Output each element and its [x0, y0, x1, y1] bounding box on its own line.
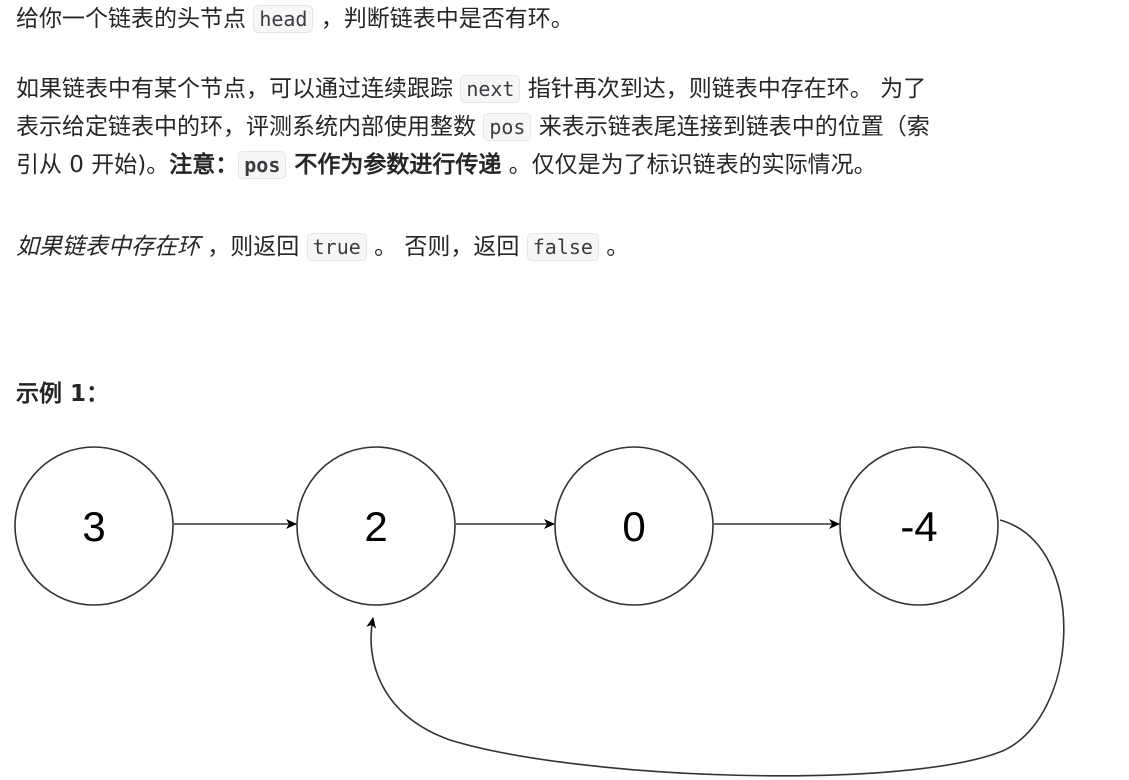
result-text-middle: 。 否则，返回 — [366, 234, 527, 260]
node-label-0: 3 — [82, 503, 105, 550]
result-paragraph: 如果链表中存在环 ，则返回 true 。 否则，返回 false 。 — [16, 228, 629, 266]
head-code: head — [253, 5, 314, 33]
node-label-3: -4 — [900, 503, 937, 550]
result-text-before-true: ，则返回 — [200, 234, 307, 260]
description-line2-end: 来表示链表尾连接到链表中的位置（索 — [531, 114, 930, 140]
pos-code-bold: pos — [238, 151, 287, 179]
intro-text-before: 给你一个链表的头节点 — [16, 6, 254, 32]
node-circle-0 — [14, 446, 174, 606]
description-line3-start: 引从 0 开始)。 — [16, 152, 170, 178]
description-line1-end: 指针再次到达，则链表中存在环。 为了 — [520, 76, 927, 102]
true-code: true — [306, 233, 367, 261]
description-line3-end: 。仅仅是为了标识链表的实际情况。 — [501, 152, 877, 178]
result-text-end: 。 — [598, 234, 630, 260]
pos-code: pos — [483, 113, 532, 141]
result-italic-text: 如果链表中存在环 — [16, 234, 200, 260]
node-circle-3 — [839, 446, 999, 606]
node-circle-2 — [554, 446, 714, 606]
node-label-1: 2 — [364, 503, 387, 550]
next-code: next — [460, 75, 521, 103]
description-paragraph: 如果链表中有某个节点，可以通过连续跟踪 next 指针再次到达，则链表中存在环。… — [16, 70, 930, 184]
example-title: 示例 1： — [16, 381, 110, 407]
note-label: 注意： — [169, 152, 239, 178]
description-line2-start: 表示给定链表中的环，评测系统内部使用整数 — [16, 114, 484, 140]
description-line1-start: 如果链表中有某个节点，可以通过连续跟踪 — [16, 76, 461, 102]
node-circle-1 — [296, 446, 456, 606]
node-label-2: 0 — [622, 503, 645, 550]
cycle-arrow-edge-3-1 — [366, 519, 1065, 777]
intro-paragraph: 给你一个链表的头节点 head ，判断链表中是否有环。 — [16, 0, 574, 38]
node-2: 0 — [554, 446, 714, 606]
false-code: false — [526, 233, 599, 261]
node-0: 3 — [14, 446, 174, 606]
node-3: -4 — [839, 446, 999, 606]
note-bold-text: 不作为参数进行传递 — [286, 152, 502, 178]
intro-text-after: ，判断链表中是否有环。 — [313, 6, 574, 32]
node-1: 2 — [296, 446, 456, 606]
